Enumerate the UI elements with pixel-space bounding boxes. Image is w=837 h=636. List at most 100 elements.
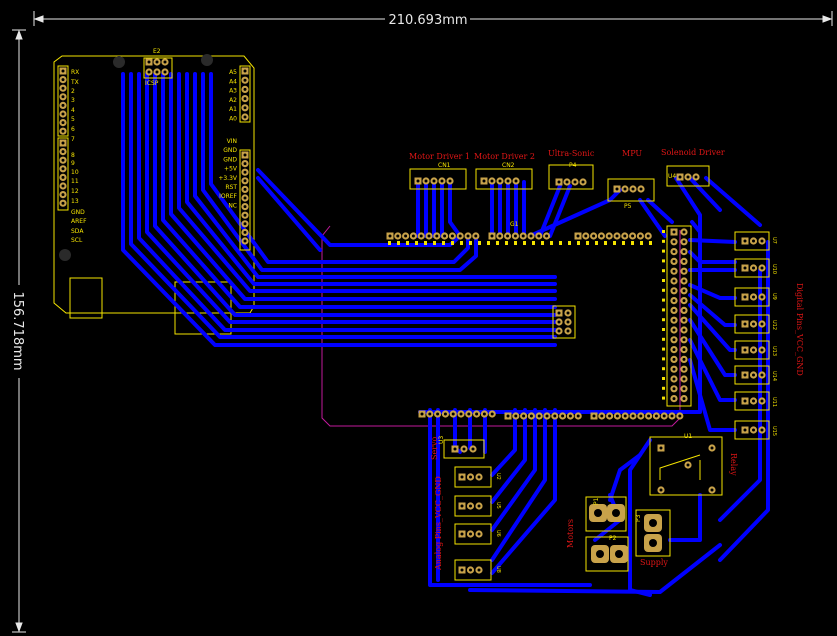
cn1-ref: CN1: [438, 162, 451, 169]
drill-hole: [61, 175, 65, 179]
drill-hole: [424, 179, 428, 183]
drill-hole: [477, 475, 481, 479]
drill-hole: [243, 187, 247, 191]
drill-hole: [163, 60, 167, 64]
drill-hole: [631, 234, 635, 238]
drill-hole: [477, 532, 481, 536]
drill-hole: [404, 234, 408, 238]
arduino-pin-label: 5: [71, 116, 75, 123]
p1-ref: P1: [593, 497, 600, 505]
drill-hole: [469, 475, 472, 479]
arduino-pin-label: TX: [70, 79, 79, 86]
drill-hole: [608, 414, 612, 418]
drill-hole: [710, 446, 714, 450]
ultrasonic-label: Ultra-Sonic: [548, 149, 595, 158]
drill-hole: [752, 373, 755, 377]
drill-hole: [682, 338, 686, 342]
header-tick: [662, 337, 665, 341]
drill-hole: [752, 295, 755, 299]
drill-hole: [752, 428, 755, 432]
drill-hole: [243, 170, 247, 174]
drill-hole: [561, 414, 565, 418]
arduino-pin-label: 7: [71, 136, 75, 143]
drill-hole: [506, 414, 510, 418]
drill-hole: [243, 222, 247, 226]
header-tick: [662, 328, 665, 331]
header-tick: [442, 241, 445, 245]
arduino-pin-label: +3.3V: [218, 175, 238, 182]
digital-pins-label: Digital Pins_VCC_GND: [795, 283, 804, 376]
drill-hole: [565, 180, 569, 184]
header-tick: [662, 288, 665, 292]
header-tick: [424, 241, 427, 245]
drill-hole: [514, 179, 518, 183]
drill-hole: [453, 447, 457, 451]
drill-hole: [672, 279, 676, 283]
arduino-pin-label: SDA: [71, 228, 84, 235]
arduino-pin-label: A4: [229, 78, 237, 85]
drill-hole: [243, 205, 247, 209]
header-tick: [460, 241, 463, 245]
drill-hole: [615, 234, 619, 238]
arduino-pin-label: A5: [229, 69, 237, 76]
drill-hole: [600, 414, 604, 418]
width-dimension-label: 210.693mm: [388, 13, 467, 28]
digital-ref: U9: [771, 293, 777, 300]
mounting-holes: [59, 54, 213, 261]
drill-hole: [710, 488, 714, 492]
header-tick: [662, 230, 665, 233]
drill-hole: [743, 295, 747, 299]
drill-hole: [566, 329, 570, 333]
drill-hole: [566, 320, 570, 324]
drill-hole: [506, 234, 510, 238]
drill-hole: [682, 240, 686, 244]
drill-hole: [682, 357, 686, 361]
arduino-pin-label: A2: [229, 97, 237, 104]
analog-ref: U2: [495, 473, 501, 480]
arduino-pin-label: 9: [71, 160, 75, 167]
drill-hole: [243, 87, 247, 91]
drill-hole: [490, 234, 494, 238]
drill-hole: [659, 446, 663, 450]
header-tick: [662, 347, 665, 351]
arduino-pin-label: GND: [223, 156, 237, 163]
drill-hole: [462, 447, 466, 451]
drill-hole: [623, 187, 627, 191]
cn2-ref: CN2: [502, 162, 515, 169]
drill-hole: [460, 532, 464, 536]
header-tick: [514, 241, 517, 245]
header-tick: [613, 241, 616, 245]
drill-hole: [631, 414, 635, 418]
drill-hole: [471, 447, 475, 451]
drill-hole: [566, 311, 570, 315]
drill-hole: [672, 250, 676, 254]
drill-hole: [460, 475, 464, 479]
drill-hole: [243, 78, 247, 82]
drill-hole: [647, 414, 651, 418]
drill-hole: [443, 234, 447, 238]
arduino-pin-label: NC: [228, 202, 237, 209]
drill-hole: [163, 70, 167, 74]
drill-hole: [682, 230, 686, 234]
arduino-pin-label: 13: [71, 198, 79, 205]
drill-hole: [694, 175, 698, 179]
relay-switch-symbol: [659, 454, 701, 480]
drill-hole: [654, 414, 658, 418]
drill-hole: [743, 373, 747, 377]
drill-hole: [477, 504, 481, 508]
header-tick: [496, 241, 499, 245]
drill-hole: [760, 348, 764, 352]
header-tick: [559, 241, 562, 245]
digital-ref: U14: [771, 371, 777, 381]
drill-hole: [682, 318, 686, 322]
drill-hole: [682, 387, 686, 391]
header-tick: [586, 241, 589, 245]
drill-hole: [568, 414, 572, 418]
header-tick: [662, 386, 665, 390]
drill-hole: [482, 179, 486, 183]
drill-hole: [388, 234, 392, 238]
drill-hole: [682, 250, 686, 254]
drill-hole: [599, 234, 603, 238]
drill-hole: [545, 234, 549, 238]
